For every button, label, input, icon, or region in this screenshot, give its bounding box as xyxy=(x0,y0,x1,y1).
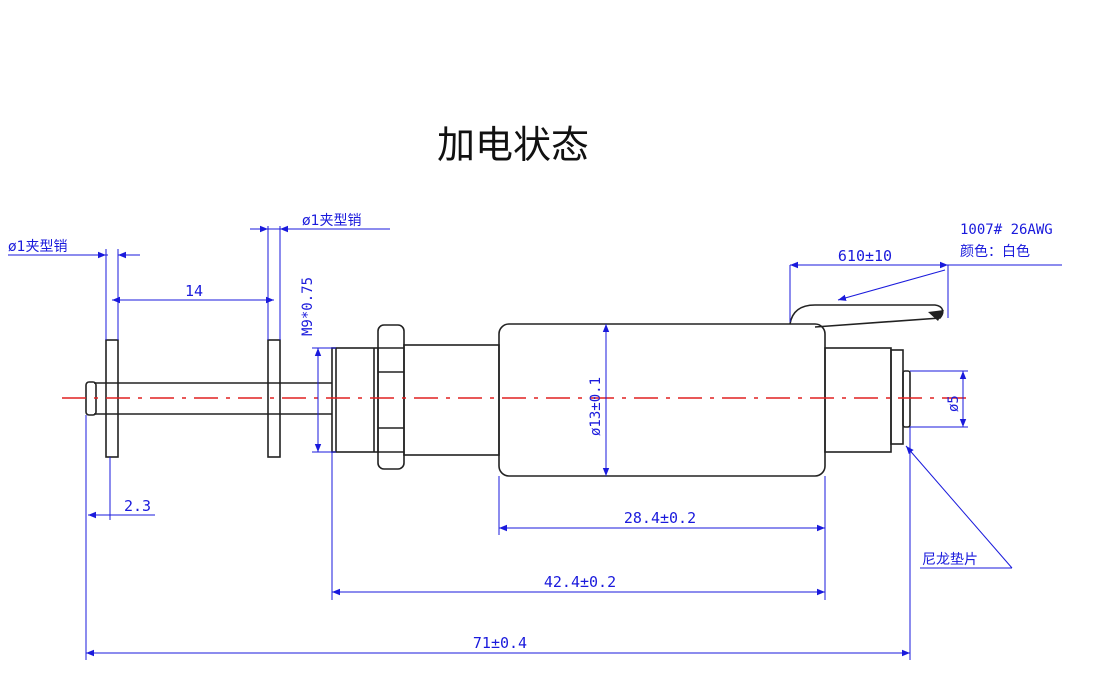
overall-length-dim: 71±0.4 xyxy=(473,634,527,652)
dimension-labels: ø1夹型销 ø1夹型销 14 M9*0.75 1007# 26AWG 颜色：白色… xyxy=(8,213,1053,652)
wire-end xyxy=(928,310,944,321)
drawing-title: 加电状态 xyxy=(437,123,589,167)
hex-nut xyxy=(377,324,405,470)
wire-spec-label: 1007# 26AWG xyxy=(960,222,1053,238)
threaded-boss xyxy=(331,347,379,453)
end-stub xyxy=(902,370,911,428)
pin-spacing-dim: 14 xyxy=(185,282,203,300)
main-body xyxy=(498,323,826,477)
neck xyxy=(403,344,500,456)
case-length-dim: 42.4±0.2 xyxy=(544,573,616,591)
nylon-washer-shape xyxy=(890,349,904,445)
wire-color-label: 颜色：白色 xyxy=(960,243,1030,260)
dimension-lines xyxy=(8,225,1062,660)
body-length-dim: 28.4±0.2 xyxy=(624,509,696,527)
wire-length-dim: 610±10 xyxy=(838,247,892,265)
body-diameter-dim: ø13±0.1 xyxy=(588,377,604,436)
nylon-washer-label: 尼龙垫片 xyxy=(922,552,978,568)
shaft-extension-dim: 2.3 xyxy=(124,497,151,515)
clip-pin-right xyxy=(267,339,281,458)
plunger-shaft xyxy=(94,382,332,415)
wire-lead xyxy=(789,304,944,328)
solenoid-outline xyxy=(85,304,944,477)
thread-dim: M9*0.75 xyxy=(300,277,316,336)
pin-right-label: ø1夹型销 xyxy=(302,213,361,229)
pin-left-label: ø1夹型销 xyxy=(8,239,67,255)
rear-cap xyxy=(824,347,892,453)
end-diameter-dim: ø5 xyxy=(946,395,962,412)
